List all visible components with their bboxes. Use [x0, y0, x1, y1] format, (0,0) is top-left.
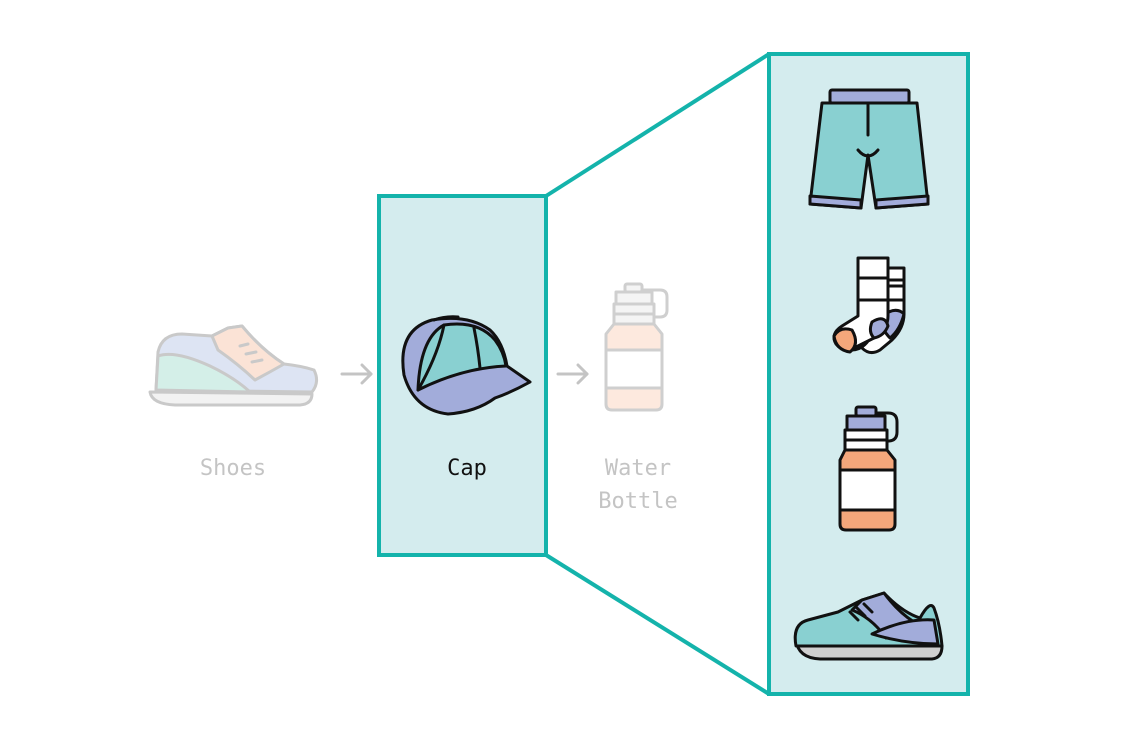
water-bottle-icon: [838, 405, 899, 532]
shorts-icon: [808, 88, 930, 210]
sequence-item-cap-label: Cap: [447, 456, 487, 481]
sequence-item-water-bottle-label: Water Bottle: [598, 456, 678, 514]
arrow-right-icon: [556, 363, 589, 385]
zoom-connector-top: [544, 52, 771, 198]
zoom-connector-bottom: [544, 553, 771, 696]
arrow-right-icon: [340, 363, 373, 385]
water-bottle-icon: [604, 282, 669, 412]
socks-icon: [832, 256, 906, 355]
cap-icon: [401, 315, 532, 416]
sneaker-icon: [793, 591, 944, 661]
sneaker-icon: [148, 324, 319, 407]
sequence-item-shoes-label: Shoes: [199, 456, 267, 481]
